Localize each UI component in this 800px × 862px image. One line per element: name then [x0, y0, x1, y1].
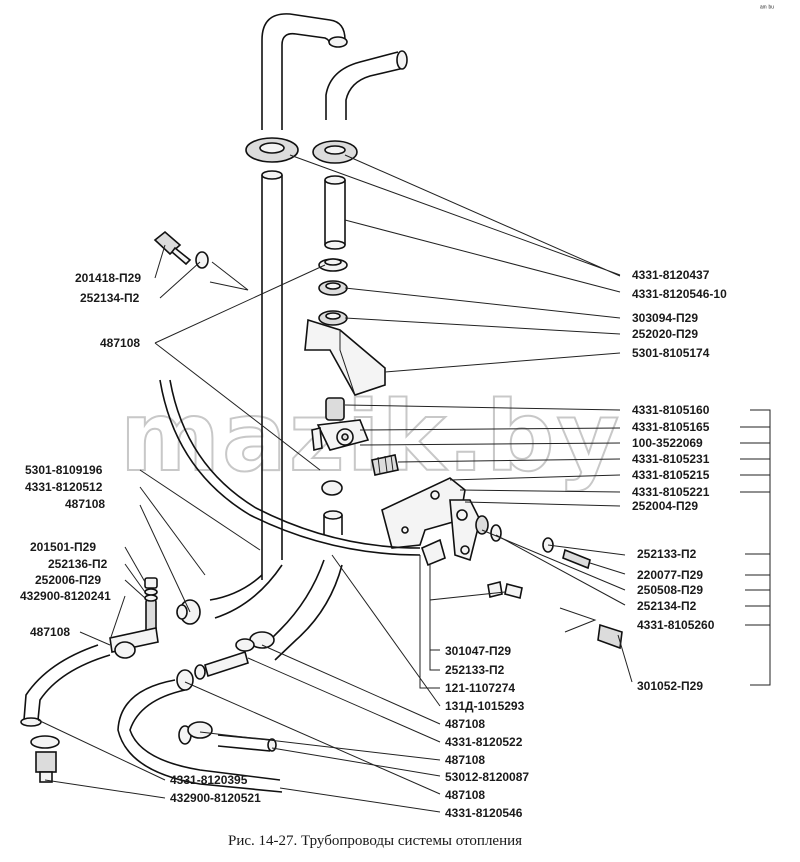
left-hose-4331-8120395 [20, 644, 111, 727]
label-252133-p2-right: 252133-П2 [637, 547, 697, 561]
label-301052-p29: 301052-П29 [637, 679, 703, 693]
tee-fitting-icon [109, 577, 159, 659]
drain-valve-icon [30, 735, 60, 783]
leader-lines [37, 154, 771, 813]
label-487108-left-1: 487108 [100, 336, 140, 350]
pipe-4331-8120522 [194, 650, 249, 680]
lower-hose-left [209, 564, 283, 619]
short-pipe-right [324, 175, 346, 250]
label-100-3522069: 100-3522069 [632, 436, 703, 450]
hose-clamp-icon [235, 631, 275, 652]
label-4331-8120546: 4331-8120546 [445, 806, 523, 820]
label-487108-mid-2: 487108 [445, 753, 485, 767]
label-4331-8105160: 4331-8105160 [632, 403, 710, 417]
label-4331-8120395: 4331-8120395 [170, 773, 248, 787]
upper-hose-left [261, 13, 348, 130]
label-252006-p29: 252006-П29 [35, 573, 101, 587]
vertical-pipe-left [261, 170, 283, 580]
bolt-right-icon [542, 537, 591, 570]
assembly-arrow [209, 261, 597, 633]
upper-hose-right [325, 50, 408, 120]
watermark: mazik.by [120, 381, 621, 493]
washer-right-icon [475, 515, 502, 542]
label-252134-p2-left: 252134-П2 [80, 291, 140, 305]
label-201418-p29: 201418-П29 [75, 271, 141, 285]
label-432900-8120241: 432900-8120241 [20, 589, 111, 603]
label-252136-p2: 252136-П2 [48, 557, 108, 571]
label-53012-8120087: 53012-8120087 [445, 770, 529, 784]
label-301047-p29: 301047-П29 [445, 644, 511, 658]
hose-clamp-upper-icon [318, 258, 348, 272]
hose-clamp-mid-icon [321, 480, 343, 535]
label-4331-8120522: 4331-8120522 [445, 735, 523, 749]
label-201501-p29: 201501-П29 [30, 540, 96, 554]
label-4331-8120437: 4331-8120437 [632, 268, 710, 282]
grommet-right [312, 140, 358, 164]
label-131d-1015293: 131Д-1015293 [445, 699, 525, 713]
label-4331-8105221: 4331-8105221 [632, 485, 710, 499]
label-4331-8120546-10: 4331-8120546-10 [632, 287, 727, 301]
label-487108-mid-1: 487108 [445, 717, 485, 731]
label-487108-mid-3: 487108 [445, 788, 485, 802]
label-252020-p29: 252020-П29 [632, 327, 698, 341]
nut-icon [318, 280, 348, 296]
label-250508-p29: 250508-П29 [637, 583, 703, 597]
label-432900-8120521: 432900-8120521 [170, 791, 261, 805]
label-4331-8105215: 4331-8105215 [632, 468, 710, 482]
bolt-upper-left-icon [153, 230, 209, 269]
label-4331-8105260: 4331-8105260 [637, 618, 715, 632]
label-252133-p2-mid: 252133-П2 [445, 663, 505, 677]
label-5301-8105174: 5301-8105174 [632, 346, 710, 360]
label-487108-left-2: 487108 [65, 497, 105, 511]
label-5301-8109196: 5301-8109196 [25, 463, 103, 477]
label-4331-8105165: 4331-8105165 [632, 420, 710, 434]
corner-mark: ᵃᵐ ᵇᵘ [760, 5, 774, 12]
label-487108-left-3: 487108 [30, 625, 70, 639]
bracket-icon [304, 318, 386, 396]
grommet-left [245, 137, 299, 163]
figure-caption: Рис. 14-27. Трубопроводы системы отоплен… [228, 833, 522, 849]
heater-valve-icon [311, 397, 370, 452]
label-4331-8120512: 4331-8120512 [25, 480, 103, 494]
label-303094-p29: 303094-П29 [632, 311, 698, 325]
hose-clamp-lower-icon [176, 669, 213, 739]
label-121-1107274: 121-1107274 [445, 681, 515, 695]
bolt-lower-icon [504, 583, 623, 650]
fitting-icon [371, 454, 399, 476]
control-cable [159, 379, 421, 556]
hose-clamp-icon [176, 599, 201, 625]
washer-icon [318, 310, 348, 326]
label-252004-p29: 252004-П29 [632, 499, 698, 513]
lower-hose-131d [261, 559, 343, 661]
label-252134-p2-right: 252134-П2 [637, 599, 697, 613]
label-220077-p29: 220077-П29 [637, 568, 703, 582]
label-4331-8105231: 4331-8105231 [632, 452, 710, 466]
